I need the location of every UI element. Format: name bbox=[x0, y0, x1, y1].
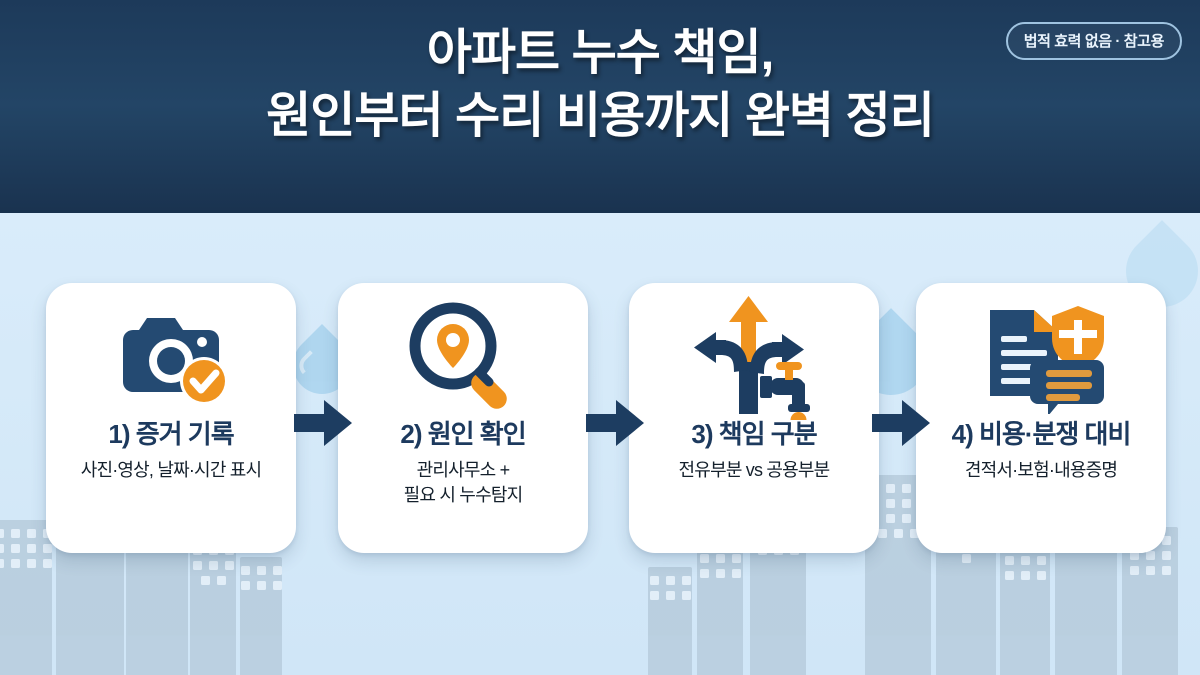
page-title: 아파트 누수 책임, 원인부터 수리 비용까지 완벽 정리 bbox=[266, 26, 935, 143]
step-card-2[interactable]: 2) 원인 확인 관리사무소 + 필요 시 누수탐지 bbox=[338, 283, 588, 553]
header-banner: 아파트 누수 책임, 원인부터 수리 비용까지 완벽 정리 법적 효력 없음 ·… bbox=[0, 0, 1200, 213]
step-card-title: 2) 원인 확인 bbox=[400, 419, 526, 449]
step-card-subtitle: 견적서·보험·내용증명 bbox=[964, 460, 1118, 480]
arrow-right-icon bbox=[294, 400, 352, 446]
step-card-title: 1) 증거 기록 bbox=[108, 419, 234, 449]
document-shield-chat-icon bbox=[916, 283, 1166, 421]
step-card-title: 4) 비용·분쟁 대비 bbox=[951, 419, 1132, 449]
step-card-subtitle: 전유부분 vs 공용부분 bbox=[678, 460, 831, 480]
camera-check-icon bbox=[46, 283, 296, 421]
disclaimer-badge: 법적 효력 없음 · 참고용 bbox=[1005, 22, 1182, 60]
magnifier-location-icon bbox=[338, 283, 588, 421]
building-silhouette bbox=[240, 557, 282, 675]
step-card-title: 3) 책임 구분 bbox=[691, 419, 817, 449]
building-silhouette bbox=[190, 537, 236, 675]
arrow-right-icon bbox=[586, 400, 644, 446]
arrow-right-icon bbox=[872, 400, 930, 446]
building-silhouette bbox=[697, 545, 743, 675]
step-card-1[interactable]: 1) 증거 기록 사진·영상, 날짜·시간 표시 bbox=[46, 283, 296, 553]
building-silhouette bbox=[0, 520, 52, 675]
step-card-subtitle: 사진·영상, 날짜·시간 표시 bbox=[80, 460, 262, 480]
step-card-row: 1) 증거 기록 사진·영상, 날짜·시간 표시 2) 원인 확인 관리사무소 … bbox=[0, 283, 1200, 553]
step-card-subtitle: 관리사무소 + 필요 시 누수탐지 bbox=[403, 460, 524, 505]
step-card-3[interactable]: 3) 책임 구분 전유부분 vs 공용부분 bbox=[629, 283, 879, 553]
building-silhouette bbox=[648, 567, 692, 675]
step-card-4[interactable]: 4) 비용·분쟁 대비 견적서·보험·내용증명 bbox=[916, 283, 1166, 553]
building-silhouette bbox=[1000, 547, 1050, 675]
branching-arrows-faucet-icon bbox=[629, 283, 879, 421]
